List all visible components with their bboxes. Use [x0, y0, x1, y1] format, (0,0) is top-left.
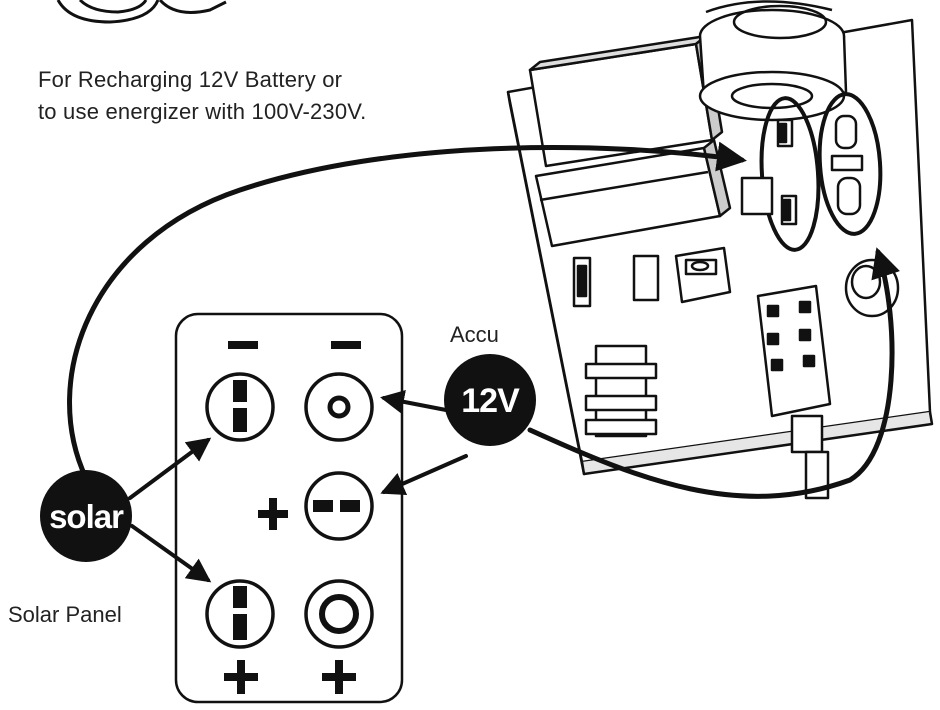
minus-sign-top-right	[331, 341, 361, 349]
board-terminal-ring-left	[759, 96, 821, 252]
resistor-left	[572, 256, 592, 308]
terminal-output-ring	[304, 579, 374, 649]
recharge-note-line-1: For Recharging 12V Battery or	[38, 67, 343, 92]
connector-plate	[174, 312, 404, 704]
wire-coil-illustration	[56, 0, 227, 24]
arrow-battery-to-plus	[380, 454, 468, 495]
arrow-solar-to-plus	[130, 524, 212, 583]
recharge-note-line-2: to use energizer with 100V-230V.	[38, 99, 367, 124]
board-terminal-ring-right	[817, 92, 883, 236]
small-chip	[740, 176, 774, 216]
minus-sign-top-left	[228, 341, 258, 349]
relay-block-lower	[534, 138, 732, 248]
solar-badge: solar	[40, 470, 132, 562]
arrow-solar-to-minus	[128, 437, 212, 500]
wires	[67, 141, 900, 583]
wire-battery-to-board	[527, 247, 900, 499]
plus-sign-middle	[258, 498, 288, 530]
terminal-battery-minus	[304, 372, 374, 442]
regulator-module	[674, 246, 732, 304]
component-small-box	[632, 254, 660, 302]
solar-badge-text: solar	[49, 498, 124, 535]
plus-sign-bottom-right	[322, 660, 356, 694]
switch-potentiometer	[756, 284, 832, 500]
terminal-solar-plus	[205, 579, 275, 649]
plus-sign-bottom-left	[224, 660, 258, 694]
battery-badge: 12V	[444, 354, 536, 446]
coil-component	[584, 344, 658, 438]
accu-label: Accu	[450, 322, 499, 347]
arrow-battery-to-minus	[380, 390, 448, 414]
energizer-circuit-board	[506, 0, 934, 500]
terminal-battery-plus	[304, 471, 374, 541]
terminal-solar-minus	[205, 372, 275, 442]
battery-voltage-text: 12V	[461, 382, 520, 420]
spool-capacitor	[698, 0, 848, 122]
solar-panel-label: Solar Panel	[8, 602, 122, 627]
wire-solar-to-board	[67, 141, 747, 481]
